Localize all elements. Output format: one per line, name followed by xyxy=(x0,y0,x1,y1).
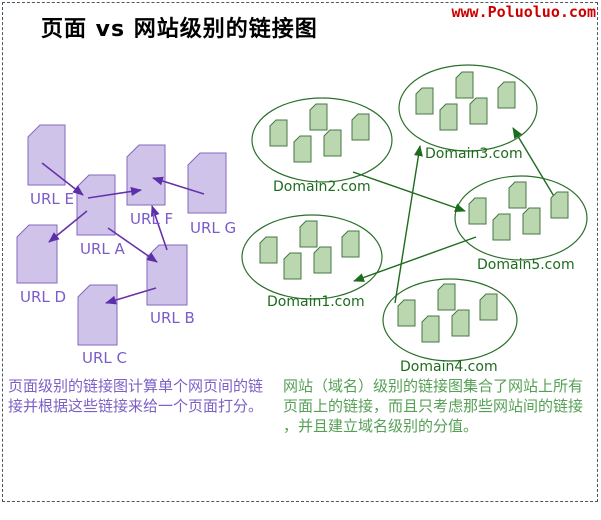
url-e-page-icon xyxy=(27,124,66,186)
dashed-border-frame xyxy=(2,2,598,502)
link-arrow-a-to-f xyxy=(87,187,142,199)
page-icon xyxy=(550,191,569,219)
domain3-label: Domain3.com xyxy=(425,146,523,162)
url-a-page-icon xyxy=(76,174,116,236)
url-b-label: URL B xyxy=(150,309,195,327)
domain1-label: Domain1.com xyxy=(267,294,365,310)
domain3-pages xyxy=(415,71,516,131)
page-level-graph: URL E URL A URL F URL G URL D URL B URL … xyxy=(16,124,236,367)
domain1-pages xyxy=(259,220,360,280)
domain4-ellipse xyxy=(382,278,518,362)
url-g-label: URL G xyxy=(190,219,236,237)
page-level-caption: 页面级别的链接图计算单个网页间的链接并根据这些链接来给一个页面打分。 xyxy=(8,377,264,415)
domain2-ellipse xyxy=(251,97,393,183)
link-arrow-a-to-b xyxy=(107,227,158,263)
page-icon xyxy=(522,207,541,235)
link-arrow-e-to-a xyxy=(41,162,84,196)
page-icon xyxy=(451,309,470,337)
domain3-ellipse xyxy=(398,64,538,152)
url-c-page-icon xyxy=(77,284,118,346)
page-icon xyxy=(259,236,278,264)
url-e-label: URL E xyxy=(30,190,74,208)
page-icon xyxy=(479,293,498,321)
url-c-label: URL C xyxy=(82,349,127,367)
page-icon xyxy=(299,220,318,248)
url-d-label: URL D xyxy=(20,288,66,306)
page-title: 页面 vs 网站级别的链接图 xyxy=(41,17,318,42)
domain4-pages xyxy=(397,283,498,343)
page-icon xyxy=(455,71,474,99)
page-icon xyxy=(492,213,511,241)
url-d-page-icon xyxy=(16,224,58,284)
link-arrow-domain4-to-domain3 xyxy=(394,145,423,304)
link-arrow-domain2-to-domain5 xyxy=(352,171,466,212)
page-icon xyxy=(323,129,342,157)
link-arrow-domain5-to-domain1 xyxy=(353,236,477,282)
page-icon xyxy=(283,252,302,280)
domain2-pages xyxy=(269,103,370,163)
domain4-label: Domain4.com xyxy=(400,359,498,375)
link-arrow-b-to-c xyxy=(105,287,157,305)
page-icon xyxy=(439,103,458,131)
link-arrow-domain5-to-domain3 xyxy=(512,127,559,204)
domain2-label: Domain2.com xyxy=(273,179,371,195)
site-level-graph: Domain2.com Domain3.com Domain5.com Doma… xyxy=(241,64,588,375)
page-icon xyxy=(415,87,434,115)
page-icon xyxy=(508,181,527,209)
page-icon xyxy=(437,283,456,311)
page-icon xyxy=(293,135,312,163)
url-f-page-icon xyxy=(126,144,166,206)
page-icon xyxy=(497,81,516,109)
page-icon xyxy=(421,315,440,343)
link-arrow-a-to-d xyxy=(48,210,88,243)
link-arrow-b-to-f xyxy=(150,205,168,251)
watermark-text: www.Poluoluo.com xyxy=(451,3,597,21)
url-b-page-icon xyxy=(146,244,188,306)
url-g-page-icon xyxy=(187,152,227,214)
domain5-ellipse xyxy=(454,175,588,261)
page-icon xyxy=(309,103,328,131)
domain5-pages xyxy=(468,181,569,241)
domain1-ellipse xyxy=(241,214,383,300)
url-f-label: URL F xyxy=(130,210,173,228)
page-icon xyxy=(469,97,488,125)
site-level-caption: 网站（域名）级别的链接图集合了网站上所有页面上的链接，而且只考虑那些网站间的链接… xyxy=(283,377,584,435)
page-icon xyxy=(341,230,360,258)
page-icon xyxy=(269,119,288,147)
page-icon xyxy=(397,299,416,327)
url-a-label: URL A xyxy=(80,240,126,258)
link-arrow-g-to-f xyxy=(152,176,205,195)
page-icon xyxy=(468,197,487,225)
domain5-label: Domain5.com xyxy=(477,257,575,273)
page-icon xyxy=(351,113,370,141)
page-icon xyxy=(313,246,332,274)
